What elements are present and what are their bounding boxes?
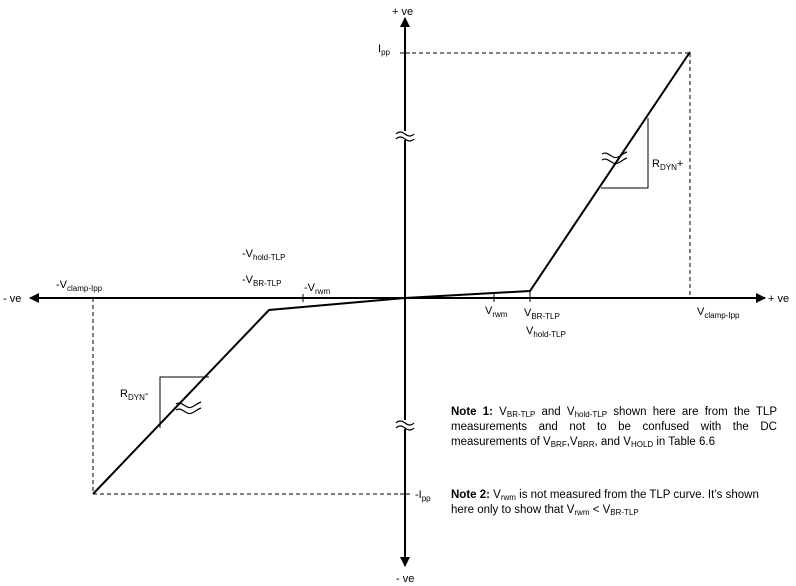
note-2: Note 2: Vrwm is not measured from the TL…	[451, 488, 777, 518]
vhold-neg-label: -Vhold-TLP	[242, 248, 285, 262]
note-2-title: Note 2:	[451, 489, 490, 501]
note-2-text: < V	[589, 504, 611, 516]
vrwm-neg-label: -Vrwm	[304, 282, 330, 296]
neg-ipp-label: -Ipp	[415, 489, 431, 503]
rdyn-neg-label: RDYN-	[120, 388, 149, 402]
ipp-label: Ipp	[378, 43, 391, 57]
note-1-sub: hold-TLP	[574, 410, 608, 419]
note-1: Note 1: VBR-TLP and Vhold-TLP shown here…	[451, 405, 777, 450]
note-2-text: V	[489, 489, 501, 501]
note-2-text: is not measured from the TLP curve. It’s…	[451, 489, 759, 516]
vhold-pos-label: Vhold-TLP	[526, 325, 566, 339]
tlp-curve	[92, 51, 691, 495]
curve-break-lower	[175, 401, 202, 415]
note-1-text: shown here are from the TLP measurements…	[451, 406, 777, 448]
vbr-neg-label: -VBR-TLP	[242, 274, 281, 288]
note-1-text: V	[492, 406, 507, 418]
note-2-sub: rwm	[574, 508, 590, 517]
note-1-text: ,V	[566, 436, 578, 448]
y-axis-break-upper	[395, 131, 415, 142]
y-axis-top-label: + ve	[392, 6, 413, 18]
vbr-pos-label: VBR-TLP	[524, 307, 560, 321]
note-1-sub: BR-TLP	[506, 410, 536, 419]
rdyn-pos-label: RDYN+	[652, 158, 683, 172]
note-1-text: in Table 6.6	[653, 436, 715, 448]
note-1-sub: BRF	[550, 440, 567, 449]
note-1-text: , and V	[594, 436, 631, 448]
vclamp-neg-label: -Vclamp-Ipp	[56, 279, 103, 293]
dashed-guides	[92, 52, 691, 495]
note-1-sub: HOLD	[630, 440, 654, 449]
vclamp-pos-label: Vclamp-Ipp	[697, 306, 740, 320]
note-1-sub: BRR	[577, 440, 595, 449]
note-2-sub: rwm	[500, 493, 516, 502]
note-1-title: Note 1:	[451, 406, 493, 418]
note-2-sub: BR-TLP	[610, 508, 639, 517]
rdyn-pos-triangle	[601, 118, 649, 189]
y-axis-break-lower	[395, 420, 415, 431]
x-axis-right-label: + ve	[768, 293, 789, 305]
vrwm-pos-label: Vrwm	[485, 305, 508, 319]
note-1-text: and V	[535, 406, 575, 418]
y-axis-bottom-label: - ve	[396, 573, 414, 585]
x-axis-left-label: - ve	[3, 293, 21, 305]
curve-break-upper	[601, 151, 628, 165]
rdyn-neg-triangle	[159, 376, 209, 428]
